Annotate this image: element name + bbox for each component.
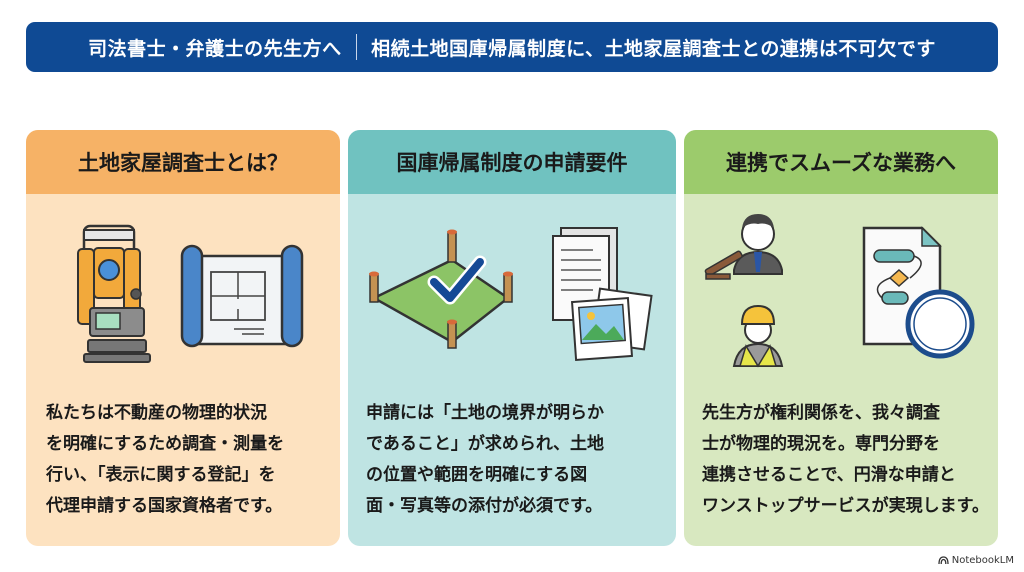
- card-title: 連携でスムーズな業務へ: [684, 130, 998, 194]
- card-description: 先生方が権利関係を、我々調査 士が物理的現況を。専門分野を 連携させることで、円…: [702, 403, 989, 516]
- card-smooth-collaboration: 連携でスムーズな業務へ 先生方が権利関係を、我々: [684, 130, 998, 546]
- card-title: 国庫帰属制度の申請要件: [348, 130, 676, 194]
- card-title: 土地家屋調査士とは？: [26, 130, 340, 194]
- flowchart-seal-icon: [862, 226, 975, 359]
- lawyer-gavel-icon: [704, 214, 783, 280]
- banner-message: 相続土地国庫帰属制度に、土地家屋調査士との連携は不可欠です: [371, 37, 936, 60]
- total-station-icon: [77, 224, 151, 363]
- banner-audience: 司法書士・弁護士の先生方へ: [88, 37, 342, 60]
- requirements-illustration: [369, 227, 653, 361]
- notebooklm-logo-icon: [938, 556, 949, 565]
- brand-watermark: NotebookLM: [938, 555, 1014, 566]
- card-description: 申請には「土地の境界が明らか であること」が求められ、土地 の位置や範囲を明確に…: [366, 403, 604, 516]
- title-banner: 司法書士・弁護士の先生方へ 相続土地国庫帰属制度に、土地家屋調査士との連携は不可…: [26, 22, 998, 72]
- land-plot-check-icon: [369, 229, 513, 349]
- card-description: 私たちは不動産の物理的状況 を明確にするため調査・測量を 行い、「表示に関する登…: [46, 403, 285, 516]
- surveyor-hardhat-icon: [732, 304, 784, 368]
- card-what-is-surveyor: 土地家屋調査士とは？ 私たちは不動産の物理的状況: [26, 130, 340, 546]
- blueprint-icon: [180, 244, 304, 348]
- banner-divider: [355, 34, 358, 60]
- documents-photos-icon: [552, 227, 653, 361]
- collaboration-illustration: [704, 214, 975, 368]
- surveying-illustration: [77, 224, 304, 363]
- card-application-requirements: 国庫帰属制度の申請要件: [348, 130, 676, 546]
